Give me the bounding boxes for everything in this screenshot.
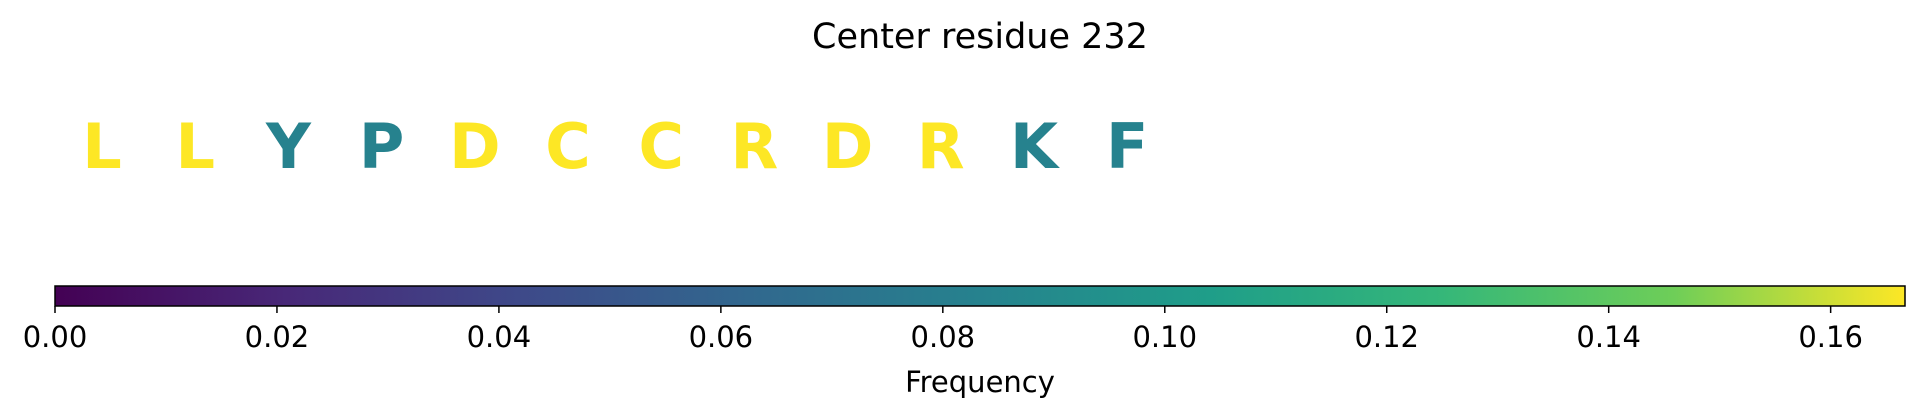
- colorbar-tick-label: 0.16: [1798, 320, 1863, 354]
- colorbar: 0.00 0.02 0.04 0.06 0.08 0.10 0.12 0.14 0.16 Fre…: [23, 285, 1906, 399]
- residue-letter: Y: [265, 110, 312, 183]
- residue-letter: K: [1010, 110, 1060, 183]
- residue-letter: D: [449, 110, 500, 183]
- residue-letter: D: [822, 110, 873, 183]
- residue-letter: R: [917, 110, 965, 183]
- colorbar-ticks: 0.00 0.02 0.04 0.06 0.08 0.10 0.12 0.14 0.16: [23, 306, 1863, 354]
- colorbar-tick-label: 0.02: [245, 320, 310, 354]
- colorbar-tick-label: 0.10: [1132, 320, 1197, 354]
- colorbar-label: Frequency: [905, 365, 1055, 399]
- colorbar-tick-label: 0.06: [689, 320, 754, 354]
- colorbar-tick-label: 0.04: [467, 320, 532, 354]
- residue-letter: L: [82, 110, 122, 183]
- residue-letter: P: [359, 110, 404, 183]
- residue-letter: C: [545, 110, 591, 183]
- colorbar-tick-label: 0.08: [911, 320, 976, 354]
- colorbar-tick-label: 0.12: [1354, 320, 1419, 354]
- residue-letter: C: [638, 110, 684, 183]
- chart-title: Center residue 232: [812, 17, 1148, 57]
- colorbar-tick-label: 0.00: [23, 320, 88, 354]
- colorbar-gradient: [54, 285, 1906, 307]
- residue-letter: F: [1106, 110, 1148, 183]
- residue-letter: R: [731, 110, 779, 183]
- colorbar-tick-label: 0.14: [1576, 320, 1641, 354]
- residue-letter: L: [175, 110, 215, 183]
